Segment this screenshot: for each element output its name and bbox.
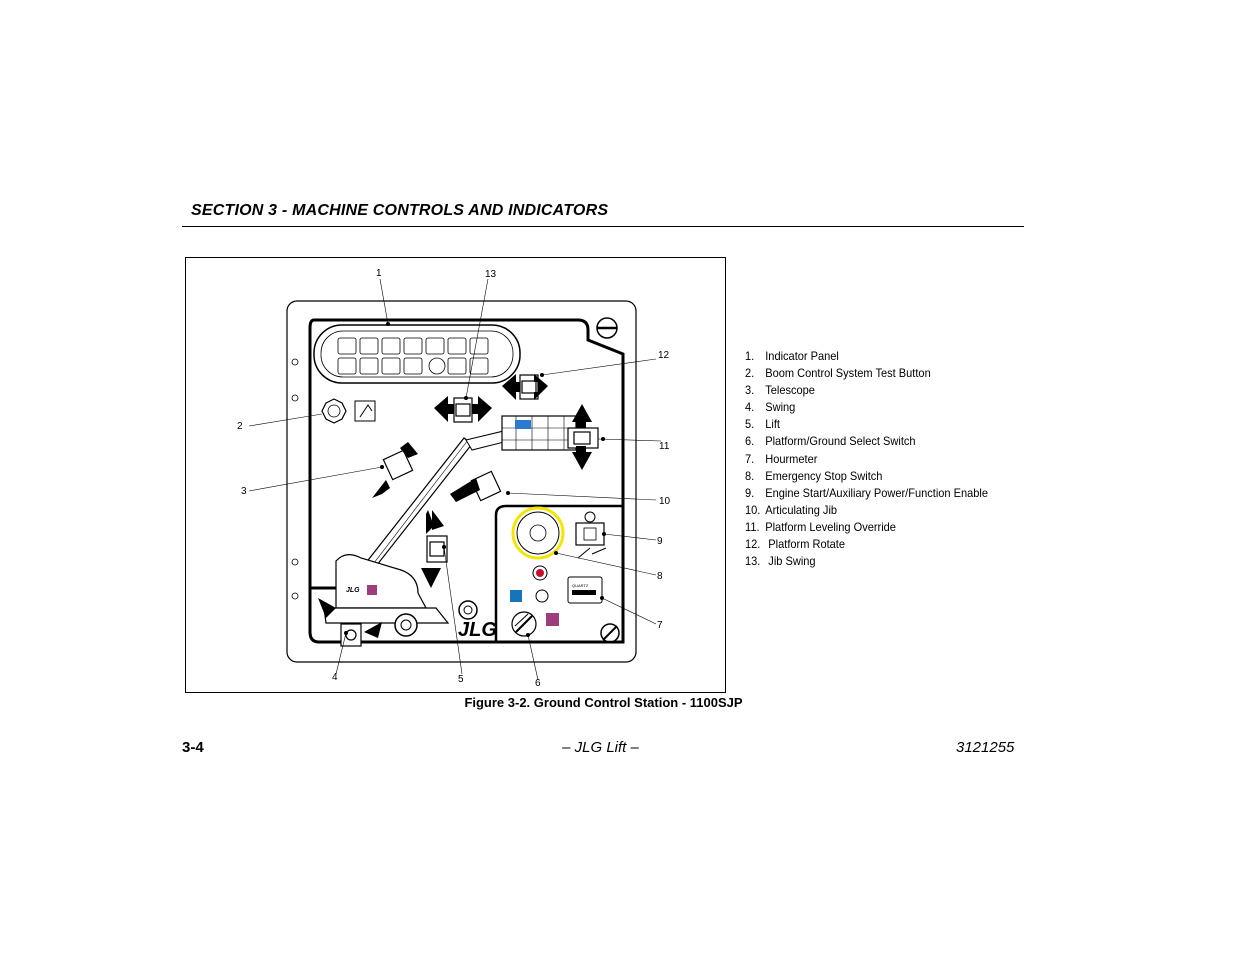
legend-item: 7.Hourmeter [745,451,818,466]
legend-item: 2.Boom Control System Test Button [745,366,931,381]
callout-9: 9 [657,536,663,547]
direction-arrows [318,374,592,638]
indicator-panel [313,324,521,384]
leader-lines [248,278,662,681]
page-number: 3-4 [182,739,204,756]
ground-control-station-illustration: JLG [237,268,671,689]
lower-control-box [494,504,625,644]
legend-item: 1.Indicator Panel [745,349,839,363]
legend-item: 6.Platform/Ground Select Switch [745,434,916,449]
figure-frame: JLG [185,257,726,693]
function-enable-switch [575,511,607,559]
section-title: SECTION 3 - MACHINE CONTROLS AND INDICAT… [191,202,609,219]
callout-8: 8 [657,571,663,582]
panel-outline [286,300,637,663]
legend-item: 5.Lift [745,417,780,432]
legend-item: 9.Engine Start/Auxiliary Power/Function … [745,485,989,500]
callout-11: 11 [659,441,670,452]
header-rule [182,226,1024,227]
svg-text:JLG: JLG [346,587,360,594]
legend-item: 10.Articulating Jib [745,502,838,517]
legend-item: 4.Swing [745,400,796,415]
callout-2: 2 [237,421,243,432]
jlg-logo: JLG [458,619,497,641]
callout-5: 5 [458,674,464,685]
callout-12: 12 [658,350,670,361]
callout-3: 3 [241,486,247,497]
toggle-switches [340,374,599,647]
mounting-holes [291,358,299,600]
panel-plate [308,318,625,644]
legend-item: 11.Platform Leveling Override [745,519,896,534]
legend-item: 3.Telescope [745,383,815,398]
figure-legend: 1.Indicator Panel 2.Boom Control System … [745,348,1009,570]
legend-item: 8.Emergency Stop Switch [745,468,883,483]
figure-caption: Figure 3-2. Ground Control Station - 110… [464,695,743,710]
callout-7: 7 [657,620,663,631]
document-number: 3121255 [956,739,1015,756]
hourmeter: QUARTZ [567,576,603,604]
test-button [321,398,376,424]
footer-center: – JLG Lift – [562,739,639,756]
callout-10: 10 [659,496,671,507]
callout-1: 1 [376,268,382,279]
callout-13: 13 [485,269,497,280]
callout-4: 4 [332,672,338,683]
hourmeter-text: QUARTZ [572,583,589,588]
platform-ground-select-switch [510,589,559,637]
emergency-stop-switch [511,506,565,581]
boom-illustration: JLG [323,415,577,637]
callout-6: 6 [535,678,541,689]
legend-item: 12. Platform Rotate [745,537,846,552]
screw-icon [596,317,620,643]
legend-item: 13. Jib Swing [745,554,816,569]
